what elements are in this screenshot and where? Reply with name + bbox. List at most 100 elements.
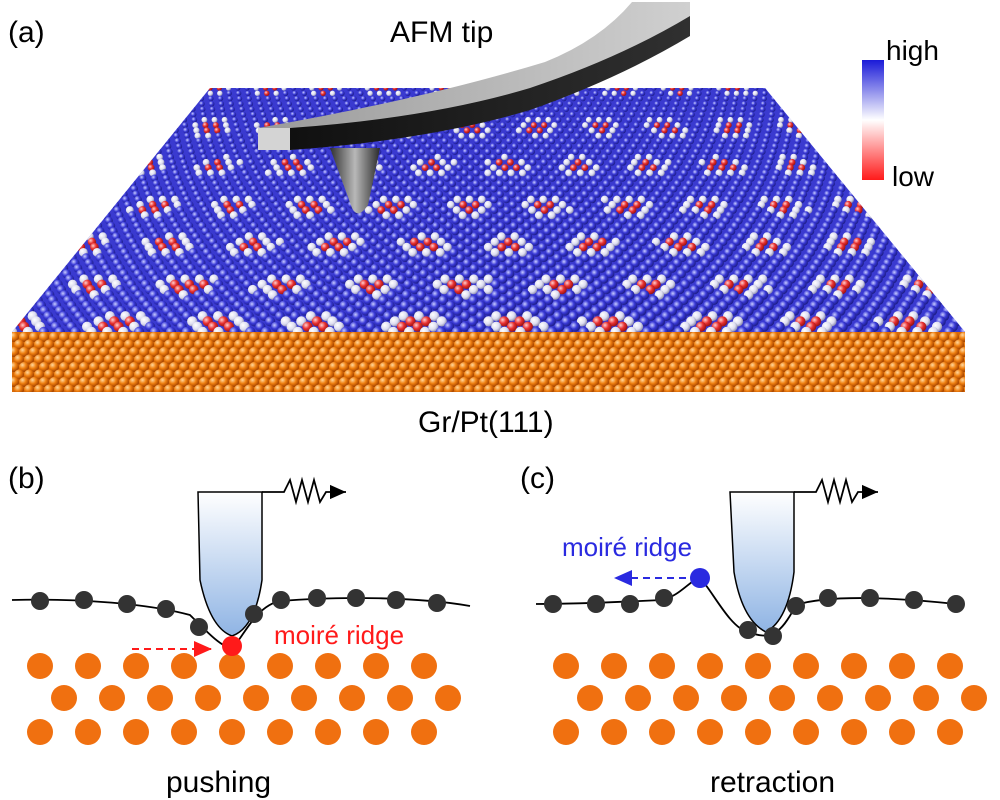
pt-atom	[625, 685, 651, 711]
graphene-atom	[190, 618, 208, 636]
pt-atom	[315, 719, 341, 745]
substrate-label: Gr/Pt(111)	[418, 406, 554, 439]
pt-substrate-slab	[12, 332, 965, 392]
pt-atom	[553, 719, 579, 745]
graphene-atom	[245, 605, 263, 623]
pt-atom	[865, 685, 891, 711]
graphene-atom	[272, 591, 290, 609]
pt-atom	[339, 685, 365, 711]
graphene-atom	[905, 591, 923, 609]
graphene-atom	[947, 595, 965, 613]
pt-atom	[75, 653, 101, 679]
panel-a-label: (a)	[8, 16, 45, 49]
pt-atom	[219, 653, 245, 679]
pt-atom	[123, 719, 149, 745]
pt-atom	[697, 653, 723, 679]
graphene-atom	[739, 621, 757, 639]
pt-atom	[937, 653, 963, 679]
pt-atom	[363, 653, 389, 679]
pt-atom	[913, 685, 939, 711]
height-colorbar: high low	[862, 35, 939, 192]
moire-ridge-atom-b	[222, 636, 242, 656]
pt-atom	[195, 685, 221, 711]
pt-atom	[649, 719, 675, 745]
pt-atom	[99, 685, 125, 711]
retraction-caption: retraction	[710, 766, 835, 799]
graphene-atom	[428, 594, 446, 612]
pushing-caption: pushing	[166, 766, 271, 799]
graphene-atom	[157, 600, 175, 618]
afm-tip-cone	[330, 148, 380, 214]
panel-c-label: (c)	[520, 462, 555, 495]
pt-atom	[27, 653, 53, 679]
pt-atom	[841, 719, 867, 745]
pt-atom	[937, 719, 963, 745]
colorbar-high-label: high	[886, 35, 939, 66]
pt-atom	[721, 685, 747, 711]
panel-a: (a) AFM tip high low Gr/Pt(111)	[8, 2, 965, 439]
pt-atom	[123, 653, 149, 679]
pt-atom	[961, 685, 987, 711]
pt-atom	[75, 719, 101, 745]
pt-atom	[553, 653, 579, 679]
pt-atoms-c	[553, 653, 987, 745]
pt-atom	[171, 719, 197, 745]
graphene-atom	[75, 591, 93, 609]
pt-atom	[793, 653, 819, 679]
pt-atoms-b	[27, 653, 461, 745]
pt-atom	[435, 685, 461, 711]
panel-b-label: (b)	[8, 462, 45, 495]
pt-atom	[219, 719, 245, 745]
pt-atom	[363, 719, 389, 745]
graphene-atom	[544, 595, 562, 613]
pt-atom	[601, 653, 627, 679]
pt-atom	[267, 719, 293, 745]
pt-atom	[291, 685, 317, 711]
panel-b: (b) moiré ridge pushing	[8, 462, 471, 799]
pt-atom	[745, 653, 771, 679]
graphene-atom	[347, 589, 365, 607]
graphene-atom	[587, 595, 605, 613]
pt-atom	[649, 653, 675, 679]
moire-ridge-label-c: moiré ridge	[562, 532, 692, 562]
colorbar-low-label: low	[892, 161, 935, 192]
graphene-chain-c	[535, 577, 965, 645]
pt-atom	[411, 653, 437, 679]
pt-atom	[51, 685, 77, 711]
pt-atom	[745, 719, 771, 745]
graphene-atom	[308, 589, 326, 607]
pt-atom	[817, 685, 843, 711]
pt-atom	[889, 719, 915, 745]
moire-ridge-label-b: moiré ridge	[274, 620, 404, 650]
graphene-atom	[621, 595, 639, 613]
pt-atom	[267, 653, 293, 679]
graphene-atom	[819, 589, 837, 607]
afm-cantilever	[258, 2, 690, 150]
pt-atom	[697, 719, 723, 745]
graphene-atom	[387, 591, 405, 609]
pt-atom	[27, 719, 53, 745]
graphene-atom	[861, 589, 879, 607]
pt-atom	[769, 685, 795, 711]
graphene-moire-surface	[12, 88, 965, 332]
pt-atom	[147, 685, 173, 711]
pt-atom	[601, 719, 627, 745]
pt-atom	[243, 685, 269, 711]
pt-atom	[793, 719, 819, 745]
tip-b	[197, 476, 346, 637]
pt-atom	[387, 685, 413, 711]
graphene-atom	[118, 595, 136, 613]
pt-atom	[171, 653, 197, 679]
pt-atom	[577, 685, 603, 711]
pt-atom	[841, 653, 867, 679]
panel-c: (c) moiré ridge retraction	[520, 462, 987, 799]
pt-atom	[889, 653, 915, 679]
pt-atom	[315, 653, 341, 679]
pt-atom	[673, 685, 699, 711]
moire-ridge-atom-c	[690, 568, 710, 588]
graphene-atom	[655, 589, 673, 607]
afm-tip-label: AFM tip	[390, 16, 493, 49]
graphene-atom	[764, 627, 782, 645]
graphene-atom	[787, 597, 805, 615]
